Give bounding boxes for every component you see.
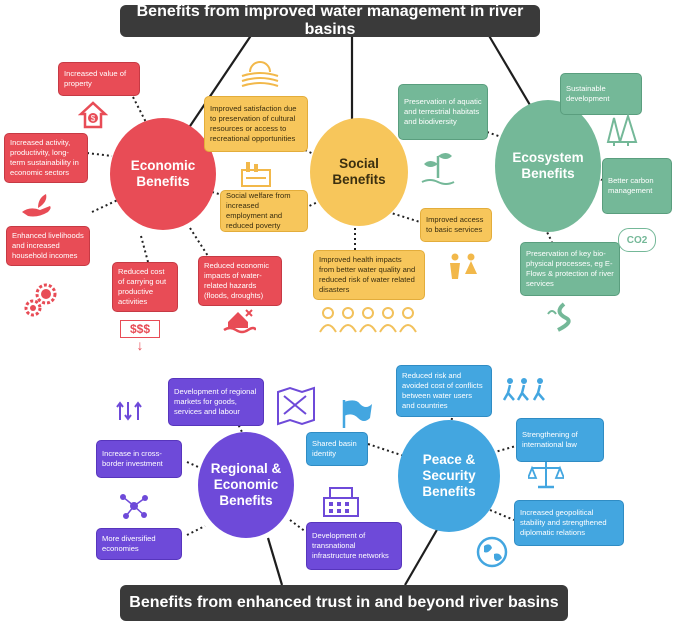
flood-house-icon (223, 309, 256, 334)
box-carbon-management: Better carbon management (602, 158, 672, 214)
gears-dollar-icon (24, 283, 57, 317)
box-habitat-preservation: Preservation of aquatic and terrestrial … (398, 84, 488, 140)
regional-benefits-label: Regional & Economic Benefits (210, 460, 282, 509)
box-basic-services: Improved access to basic services (420, 208, 492, 242)
ecosystem-benefits-hub: Ecosystem Benefits (495, 100, 601, 232)
box-shared-basin-identity: Shared basin identity (306, 432, 368, 466)
sunrise-fields-icon (241, 61, 279, 87)
economic-benefits-label: Economic Benefits (130, 157, 196, 189)
factory-icon (241, 162, 271, 187)
people-running-icon (502, 378, 545, 401)
box-increased-activity: Increased activity, productivity, long-t… (4, 133, 88, 183)
box-transnational-infrastructure: Development of transnational infrastruct… (306, 522, 402, 570)
globe-icon (476, 536, 508, 568)
people-group-icon (319, 307, 417, 333)
box-reduced-productive-cost: Reduced cost of carrying out productive … (112, 262, 178, 312)
trees-icon (606, 114, 638, 146)
hand-seedling-icon (22, 194, 51, 217)
box-regional-markets: Development of regional markets for good… (168, 378, 264, 426)
top-banner: Benefits from improved water management … (120, 3, 540, 38)
box-diversified-economies: More diversified economies (96, 528, 182, 560)
building-blocks-icon (323, 487, 359, 517)
flag-icon (342, 400, 372, 428)
peace-benefits-label: Peace & Security Benefits (422, 451, 476, 500)
box-increased-property-value: Increased value of property (58, 62, 140, 96)
bottom-banner: Benefits from enhanced trust in and beyo… (120, 585, 568, 621)
box-geopolitical-stability: Increased geopolitical stability and str… (514, 500, 624, 546)
regional-benefits-hub: Regional & Economic Benefits (198, 432, 294, 538)
co2-cloud-icon: CO2 (618, 228, 656, 252)
box-improved-health: Improved health impacts from better wate… (313, 250, 425, 300)
box-cross-border-investment: Increase in cross-border investment (96, 440, 182, 478)
peace-benefits-hub: Peace & Security Benefits (398, 420, 500, 532)
arrows-exchange-icon (116, 401, 142, 421)
box-enhanced-livelihoods: Enhanced livelihoods and increased house… (6, 226, 90, 266)
social-benefits-hub: Social Benefits (310, 118, 408, 226)
scales-icon (528, 462, 564, 489)
svg-text:$: $ (91, 114, 96, 123)
box-reduced-conflict-risk: Reduced risk and avoided cost of conflic… (396, 365, 492, 417)
plant-water-icon (421, 153, 455, 185)
dollars-down-icon: $$$ ↓ (120, 320, 160, 360)
restroom-icon (450, 253, 477, 279)
house-dollar-icon: $ (78, 101, 108, 129)
box-reduced-hazard-impacts: Reduced economic impacts of water-relate… (198, 256, 282, 306)
box-social-welfare: Social welfare from increased employment… (220, 190, 308, 232)
ecosystem-benefits-label: Ecosystem Benefits (512, 149, 584, 181)
box-biophysical-processes: Preservation of key bio-physical process… (520, 242, 620, 296)
economic-benefits-hub: Economic Benefits (110, 118, 216, 230)
network-nodes-icon (120, 494, 148, 519)
box-international-law: Strengthening of international law (516, 418, 604, 462)
box-sustainable-development: Sustainable development (560, 73, 642, 115)
map-route-icon (277, 386, 315, 426)
river-icon (547, 302, 571, 332)
social-benefits-label: Social Benefits (332, 155, 386, 187)
box-improved-satisfaction: Improved satisfaction due to preservatio… (204, 96, 308, 152)
